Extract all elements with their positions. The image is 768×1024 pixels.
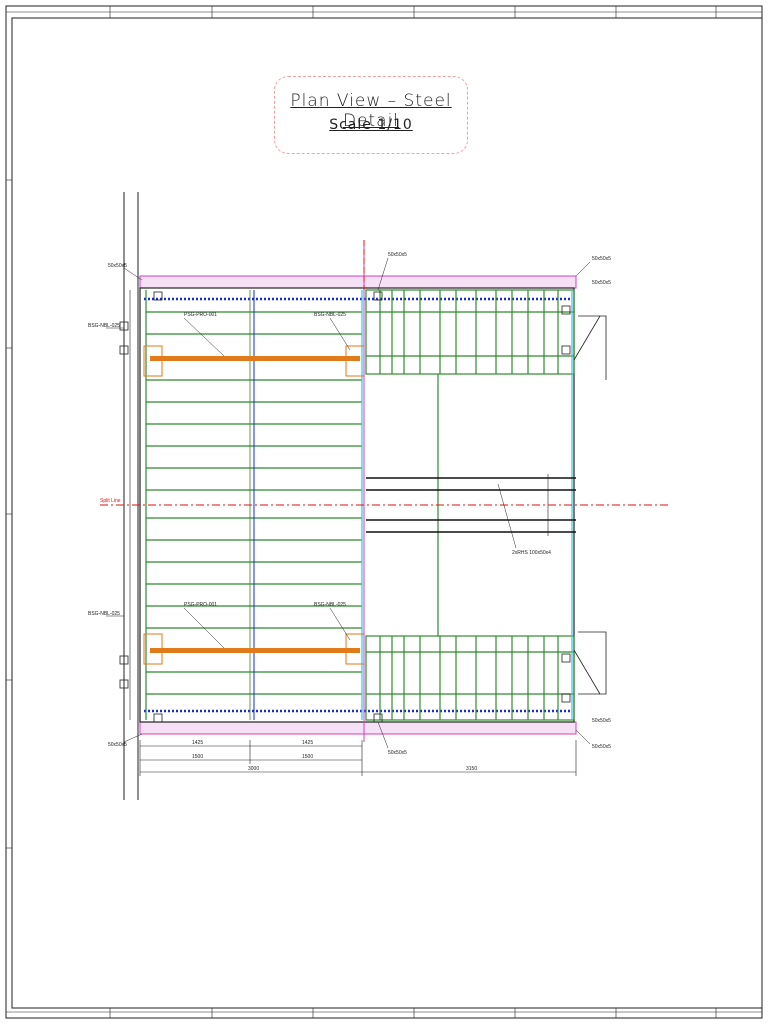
label-bsg-inner-top: BSG-NBL-025 (314, 312, 346, 318)
top-band (139, 275, 577, 289)
dim-1: 1425 (192, 740, 203, 746)
label-split-line: Split Line (100, 498, 121, 504)
label-angle-br2: 50x50x5 (592, 744, 611, 750)
label-bsg-inner-bottom: BSG-NBL-025 (314, 602, 346, 608)
label-angle-bl: 50x50x5 (108, 742, 127, 748)
title-block: Plan View – Steel Detail Scale 1/10 (274, 76, 468, 154)
inner-border (11, 17, 763, 1009)
dim-6: 3150 (466, 766, 477, 772)
dim-3: 1500 (192, 754, 203, 760)
label-bsg-bottom: BSG-NBL-025 (88, 611, 120, 617)
dim-2: 1425 (302, 740, 313, 746)
label-angle-tl: 50x50x5 (108, 263, 127, 269)
page-title: Plan View – Steel Detail (290, 91, 452, 131)
label-psg-bottom: PSG-PRO-001 (184, 602, 217, 608)
dimension-lines (139, 740, 577, 776)
label-channel: 2xRHS 100x50x4 (512, 550, 551, 556)
right-bottom-grid (365, 635, 575, 721)
outer-border (5, 5, 763, 1019)
right-top-grid (365, 289, 575, 375)
label-psg-top: PSG-PRO-001 (184, 312, 217, 318)
label-angle-tr2: 50x50x5 (592, 280, 611, 286)
label-angle-tr: 50x50x5 (592, 256, 611, 262)
dim-5: 3000 (248, 766, 259, 772)
frame-ticks (6, 6, 717, 1018)
rhs-channels (366, 477, 576, 533)
label-angle-tc: 50x50x5 (388, 252, 407, 258)
label-bsg-top: BSG-NBL-025 (88, 323, 120, 329)
bottom-band (139, 721, 577, 735)
label-angle-bc: 50x50x5 (388, 750, 407, 756)
scale-label: Scale 1/10 (329, 117, 413, 133)
dim-4: 1500 (302, 754, 313, 760)
orange-beam-top (150, 356, 360, 361)
orange-beam-bottom (150, 648, 360, 653)
label-angle-br: 50x50x5 (592, 718, 611, 724)
